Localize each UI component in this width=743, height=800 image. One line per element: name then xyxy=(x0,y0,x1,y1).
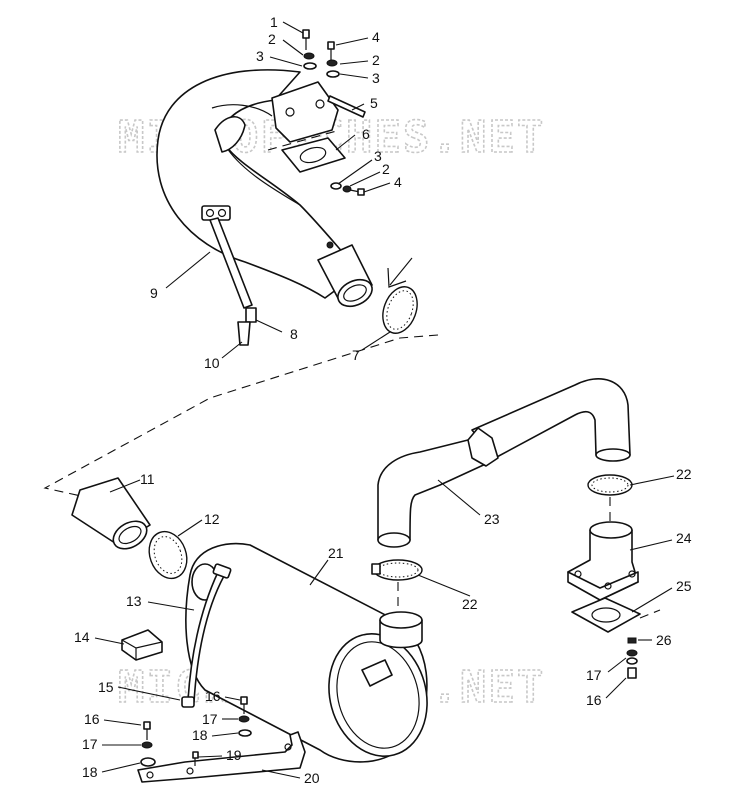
callout-9: 9 xyxy=(150,285,158,301)
muffler xyxy=(185,542,428,763)
callout-16b: 16 xyxy=(84,711,100,727)
callout-26: 26 xyxy=(656,632,672,648)
callout-21: 21 xyxy=(328,545,344,561)
nut-26 xyxy=(627,637,637,644)
bolt-19 xyxy=(192,751,199,766)
callout-15: 15 xyxy=(98,679,114,695)
callout-5: 5 xyxy=(370,95,378,111)
callout-8: 8 xyxy=(290,326,298,342)
callout-2a: 2 xyxy=(268,31,276,47)
callout-4b: 4 xyxy=(394,174,402,190)
stud xyxy=(327,95,366,118)
exhaust-manifold xyxy=(156,69,373,308)
hose-23 xyxy=(377,378,631,548)
washer-17-right xyxy=(626,649,638,665)
washers-top-left xyxy=(303,52,317,70)
pad xyxy=(121,629,163,661)
clamp-22-lower xyxy=(371,559,423,581)
callouts: 1 2 3 4 2 3 5 6 3 2 4 9 8 10 7 11 12 13 … xyxy=(74,14,692,786)
callout-10: 10 xyxy=(204,355,220,371)
bolt-4-lower xyxy=(330,182,365,196)
callout-2b: 2 xyxy=(372,52,380,68)
callout-1: 1 xyxy=(270,14,278,30)
callout-13: 13 xyxy=(126,593,142,609)
callout-16c: 16 xyxy=(586,692,602,708)
callout-18a: 18 xyxy=(192,727,208,743)
callout-18b: 18 xyxy=(82,764,98,780)
callout-22b: 22 xyxy=(462,596,478,612)
callout-17a: 17 xyxy=(202,711,218,727)
direction-arrow xyxy=(387,257,413,288)
callout-20: 20 xyxy=(304,770,320,786)
callout-3c: 3 xyxy=(374,148,382,164)
callout-4a: 4 xyxy=(372,29,380,45)
callout-3a: 3 xyxy=(256,48,264,64)
hose-11 xyxy=(71,477,151,550)
callout-25: 25 xyxy=(676,578,692,594)
strap xyxy=(181,563,232,708)
callout-23: 23 xyxy=(484,511,500,527)
fitting xyxy=(237,307,257,346)
callout-19: 19 xyxy=(226,747,242,763)
routing-line xyxy=(43,334,439,499)
water-tube xyxy=(201,205,253,309)
washer-18-left xyxy=(140,757,156,767)
outlet-fitting xyxy=(567,521,639,601)
callout-22a: 22 xyxy=(676,466,692,482)
bolt-16-left xyxy=(143,721,151,740)
bolt-16-right xyxy=(627,667,637,679)
gasket xyxy=(267,129,346,173)
bracket xyxy=(137,731,306,783)
leader-lines xyxy=(94,21,675,779)
callout-24: 24 xyxy=(676,530,692,546)
outlet-gasket xyxy=(571,597,661,633)
callout-11: 11 xyxy=(140,471,155,487)
clamp-12 xyxy=(148,530,188,580)
bolt-16-mid xyxy=(238,696,252,737)
washer-17-left xyxy=(141,741,153,749)
callout-17b: 17 xyxy=(82,736,98,752)
callout-16a: 16 xyxy=(205,688,221,704)
callout-2c: 2 xyxy=(382,161,390,177)
clamp-22-upper xyxy=(587,474,633,496)
callout-7: 7 xyxy=(352,347,360,363)
callout-14: 14 xyxy=(74,629,90,645)
bolt-4-top xyxy=(326,41,340,78)
bolt-1 xyxy=(302,29,310,50)
callout-17c: 17 xyxy=(586,667,602,683)
callout-3b: 3 xyxy=(372,70,380,86)
callout-6: 6 xyxy=(362,126,370,142)
callout-12: 12 xyxy=(204,511,220,527)
clamp-upper xyxy=(382,286,418,334)
